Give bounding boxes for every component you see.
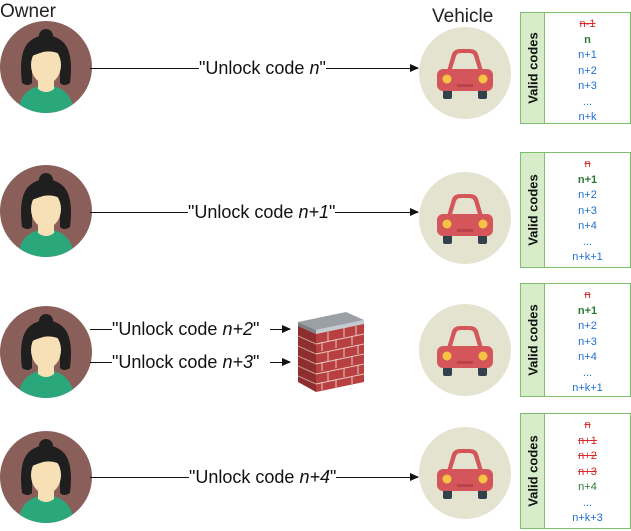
owner-avatar bbox=[0, 165, 92, 257]
valid-codes-label: Valid codes bbox=[525, 174, 540, 246]
vehicle-car-icon bbox=[419, 304, 511, 396]
unlock-message: "Unlock code n+4" bbox=[189, 467, 337, 487]
firewall-icon bbox=[298, 312, 364, 392]
code-item: n+2 bbox=[578, 450, 597, 462]
vehicle-car-icon bbox=[419, 27, 511, 119]
code-item: n bbox=[584, 33, 591, 46]
unlock-message: "Unlock code n+3" bbox=[112, 352, 260, 372]
code-item: n+3 bbox=[578, 80, 597, 92]
valid-codes-panel: Valid codes n n+1 n+2 n+3 n+4... n+k+1 bbox=[520, 152, 631, 268]
code-item: n+k+1 bbox=[572, 251, 603, 263]
code-item: n+2 bbox=[578, 320, 597, 332]
valid-codes-panel: Valid codes n-1 n n+1 n+2 n+3... n+k bbox=[520, 12, 631, 124]
unlock-message: "Unlock code n" bbox=[199, 58, 326, 78]
code-item: n+k+1 bbox=[572, 382, 603, 394]
code-item: n+3 bbox=[578, 335, 597, 348]
code-item: n bbox=[584, 289, 591, 301]
code-item: n-1 bbox=[579, 18, 596, 30]
code-item: n+1 bbox=[578, 434, 597, 447]
code-item: n+3 bbox=[578, 204, 597, 217]
code-item: n+k bbox=[578, 111, 597, 123]
code-item: n+3 bbox=[578, 465, 597, 478]
code-item: n+4 bbox=[578, 351, 597, 363]
message-arrow bbox=[270, 358, 291, 366]
valid-codes-label: Valid codes bbox=[525, 304, 540, 376]
code-item: n+k+3 bbox=[572, 512, 603, 524]
valid-codes-label: Valid codes bbox=[525, 435, 540, 507]
codes-list: n n+1 n+2 n+3 n+4... n+k+1 bbox=[545, 284, 630, 396]
code-item: n+1 bbox=[578, 49, 597, 61]
code-item: n bbox=[584, 158, 591, 170]
code-item: ... bbox=[582, 235, 593, 248]
owner-header: Owner bbox=[0, 1, 56, 22]
code-item: n+1 bbox=[577, 304, 598, 317]
owner-avatar bbox=[0, 431, 92, 523]
unlock-message: "Unlock code n+1" bbox=[188, 202, 336, 222]
valid-codes-panel: Valid codes n n+1 n+2 n+3 n+4... n+k+3 bbox=[520, 413, 631, 529]
owner-avatar bbox=[0, 21, 92, 113]
owner-avatar bbox=[0, 306, 92, 398]
codes-list: n n+1 n+2 n+3 n+4... n+k+3 bbox=[545, 414, 630, 528]
vehicle-car-icon bbox=[419, 172, 511, 264]
code-item: ... bbox=[582, 496, 593, 509]
valid-codes-panel: Valid codes n n+1 n+2 n+3 n+4... n+k+1 bbox=[520, 283, 631, 397]
code-item: n+1 bbox=[577, 173, 598, 186]
code-item: n bbox=[584, 419, 591, 431]
code-item: n+4 bbox=[578, 220, 597, 232]
code-item: ... bbox=[582, 95, 593, 108]
message-line bbox=[90, 329, 112, 330]
codes-list: n-1 n n+1 n+2 n+3... n+k bbox=[545, 13, 630, 123]
valid-codes-label: Valid codes bbox=[525, 32, 540, 104]
vehicle-car-icon bbox=[419, 427, 511, 519]
code-item: n+4 bbox=[578, 481, 597, 493]
code-item: n+2 bbox=[578, 64, 597, 77]
message-line bbox=[90, 362, 112, 363]
vehicle-header: Vehicle bbox=[432, 6, 494, 27]
codes-list: n n+1 n+2 n+3 n+4... n+k+1 bbox=[545, 153, 630, 267]
message-arrow bbox=[270, 325, 291, 333]
code-item: ... bbox=[582, 366, 593, 379]
unlock-message: "Unlock code n+2" bbox=[112, 319, 260, 339]
code-item: n+2 bbox=[578, 189, 597, 201]
